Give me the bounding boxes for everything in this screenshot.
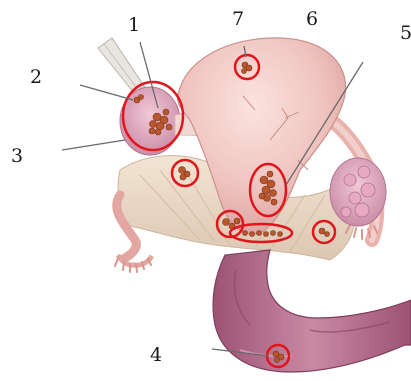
label-6: 6 <box>306 10 318 29</box>
right-ovary <box>330 158 386 226</box>
label-4: 4 <box>150 346 162 365</box>
leader-line-3 <box>62 140 125 150</box>
label-3: 3 <box>11 147 23 166</box>
colon <box>213 250 411 372</box>
label-5: 5 <box>400 24 411 43</box>
label-2: 2 <box>30 68 42 87</box>
label-1: 1 <box>128 16 140 35</box>
label-7: 7 <box>232 10 244 29</box>
leader-line-2 <box>80 85 133 100</box>
